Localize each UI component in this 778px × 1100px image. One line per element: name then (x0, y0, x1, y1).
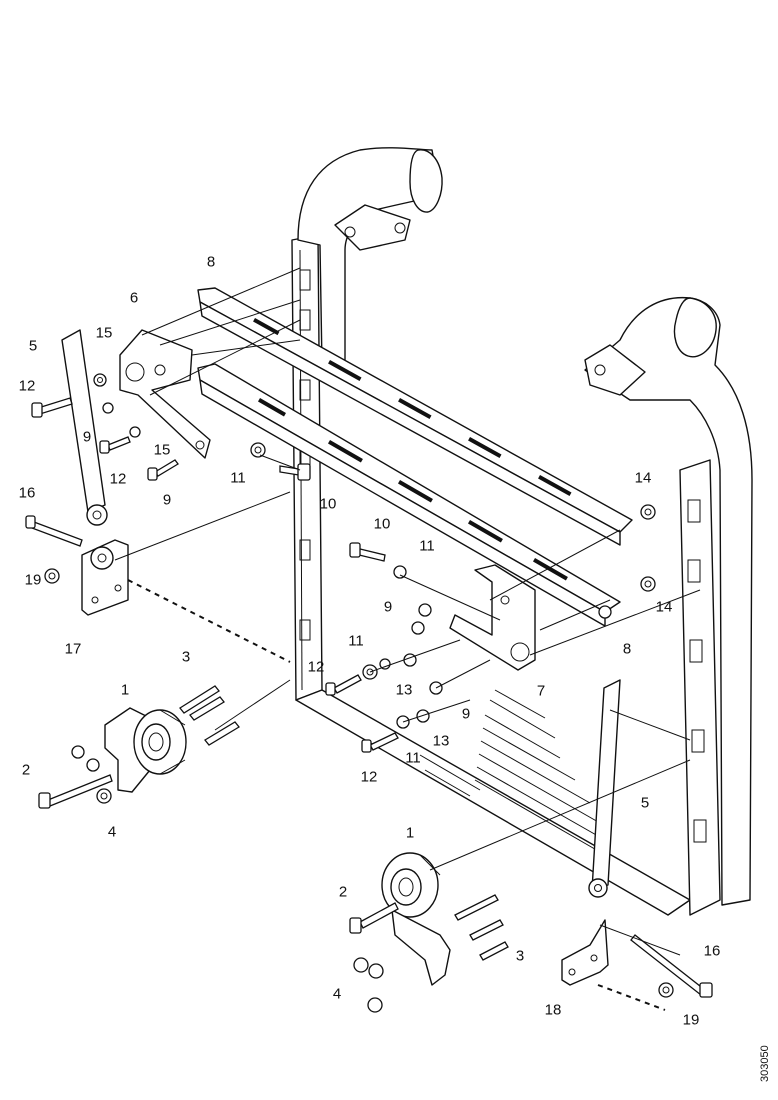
cross-member-lower (197, 363, 621, 627)
callout-10: 10 (320, 496, 337, 513)
callout-18: 18 (545, 1002, 562, 1019)
radiator-assembly (291, 147, 753, 916)
callout-19: 19 (25, 572, 42, 589)
callout-9: 9 (462, 706, 470, 723)
dashed-guide-right (597, 984, 666, 1011)
nut-15 (93, 373, 107, 387)
fasteners (25, 373, 713, 1013)
callout-10: 10 (374, 516, 391, 533)
mount-plate-17 (81, 539, 129, 616)
callout-2: 2 (22, 762, 30, 779)
callout-5: 5 (641, 795, 649, 812)
callout-labels: 1122334455678899991010111111111212121213… (19, 254, 721, 1029)
bolt-12 (31, 397, 73, 418)
assembly-lines (114, 267, 701, 956)
callout-13: 13 (396, 682, 413, 699)
callout-16: 16 (19, 485, 36, 502)
callout-16: 16 (704, 943, 721, 960)
callout-1: 1 (121, 682, 129, 699)
callout-11: 11 (405, 750, 421, 767)
callout-15: 15 (154, 442, 171, 459)
bracket-right (449, 564, 536, 671)
callout-2: 2 (339, 884, 347, 901)
callout-3: 3 (182, 649, 190, 666)
callout-12: 12 (110, 471, 127, 488)
stay-rod-left (61, 329, 108, 526)
callout-3: 3 (516, 948, 524, 965)
callout-1: 1 (406, 825, 414, 842)
bracket-left (119, 329, 211, 459)
callout-15: 15 (96, 325, 113, 342)
mount-plate-18 (561, 919, 609, 986)
callout-8: 8 (623, 641, 631, 658)
callout-9: 9 (83, 429, 91, 446)
cross-member-upper (197, 287, 633, 546)
callout-14: 14 (656, 599, 673, 616)
callout-5: 5 (29, 338, 37, 355)
callout-11: 11 (230, 470, 246, 487)
callout-11: 11 (419, 538, 435, 555)
rubber-mount-left (104, 707, 187, 793)
callout-17: 17 (65, 641, 82, 658)
callout-6: 6 (130, 290, 138, 307)
callout-19: 19 (683, 1012, 700, 1029)
callout-7: 7 (537, 683, 545, 700)
callout-13: 13 (433, 733, 450, 750)
callout-9: 9 (384, 599, 392, 616)
reference-number: 303050 (759, 1045, 771, 1082)
callout-12: 12 (19, 378, 36, 395)
stay-rod-right (588, 679, 621, 898)
callout-4: 4 (333, 986, 341, 1003)
rubber-mount-right (381, 852, 451, 986)
callout-14: 14 (635, 470, 652, 487)
callout-9: 9 (163, 492, 171, 509)
bolt-12b (99, 436, 131, 454)
callout-8: 8 (207, 254, 215, 271)
callout-11: 11 (348, 633, 364, 650)
dashed-guide-left (127, 579, 291, 663)
callout-12: 12 (361, 769, 378, 786)
callout-12: 12 (308, 659, 325, 676)
callout-4: 4 (108, 824, 116, 841)
